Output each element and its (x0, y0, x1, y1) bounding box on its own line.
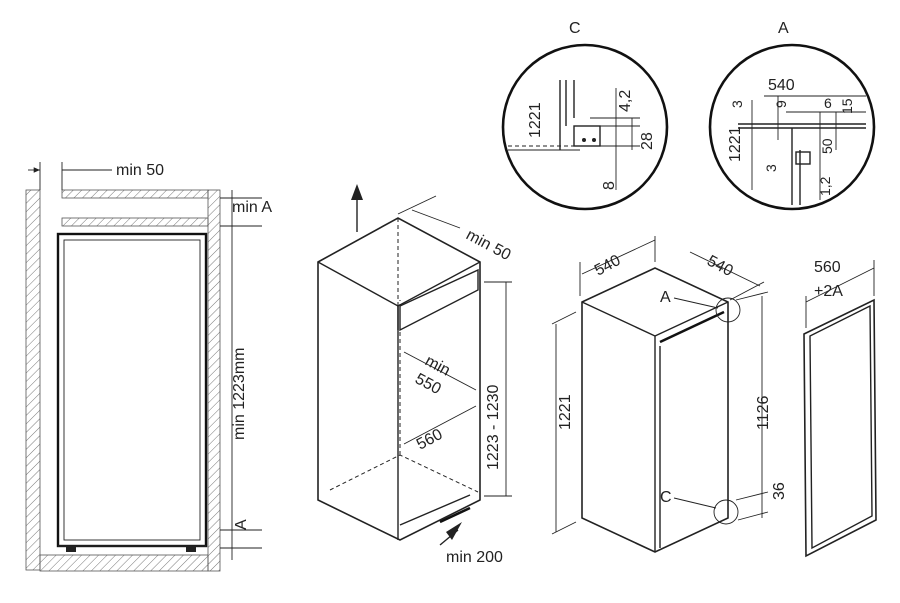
label-panel-plus-2a: +2A (814, 283, 843, 300)
top-shelf (61, 217, 209, 227)
label-depth-540: 540 (592, 252, 624, 280)
detail-a-marker (715, 297, 741, 323)
detail-a-1221: 1221 (727, 126, 744, 162)
detail-c-view: C 1221 4,2 28 8 (501, 20, 669, 211)
label-niche-height: 1223 - 1230 (485, 384, 502, 470)
detail-a-50: 50 (819, 138, 835, 154)
detail-c-marker (713, 499, 739, 525)
top-cabinet (61, 189, 209, 199)
detail-c-1221: 1221 (527, 102, 544, 138)
airflow-up-arrow (351, 184, 363, 200)
label-min-1223mm: min 1223mm (231, 348, 248, 440)
detail-a-15: 15 (839, 98, 855, 114)
label-min-a: min A (232, 199, 272, 216)
detail-c-title: C (569, 20, 581, 37)
detail-a-3-mid: 3 (763, 164, 779, 172)
niche-isometric-view: min 50 min 550 560 1223 - 1230 min 200 (317, 184, 514, 566)
label-min-200: min 200 (446, 549, 503, 566)
detail-a-540: 540 (768, 77, 795, 94)
floor (39, 554, 209, 572)
detail-c-8: 8 (601, 181, 618, 190)
label-height-1221: 1221 (557, 394, 574, 430)
label-detail-a: A (660, 289, 671, 306)
detail-a-circle (708, 43, 876, 211)
right-wall (207, 189, 221, 572)
detail-a-title: A (778, 20, 789, 37)
appliance-isometric-view: A C 540 540 1221 1126 36 (551, 236, 788, 553)
label-width-540: 540 (704, 253, 736, 281)
label-detail-c: C (660, 489, 672, 506)
foot-left (66, 546, 76, 552)
label-a-bottom: A (233, 519, 250, 530)
left-wall (25, 189, 41, 571)
label-door-1126: 1126 (755, 395, 772, 430)
detail-a-3-top: 3 (729, 100, 745, 108)
detail-a-6: 6 (824, 95, 832, 111)
detail-a-9: 9 (773, 100, 789, 108)
appliance-front (56, 232, 208, 548)
detail-c-28: 28 (639, 132, 656, 150)
detail-a-view: A 540 3 9 6 15 1221 50 3 1,2 (708, 20, 876, 211)
detail-a-1-2: 1,2 (817, 176, 833, 196)
foot-right (186, 546, 196, 552)
label-min-50: min 50 (116, 162, 164, 179)
door-inner-line (63, 239, 201, 541)
detail-c-circle (501, 43, 669, 211)
label-panel-560: 560 (814, 259, 841, 276)
door-panel-view: 560 +2A (803, 259, 877, 558)
label-bottom-36: 36 (771, 482, 788, 500)
airflow-arrow (446, 522, 462, 540)
detail-c-4-2: 4,2 (617, 90, 634, 112)
door-panel (803, 298, 877, 558)
front-section-view: min 50 min A min 1223mm A (25, 162, 272, 572)
